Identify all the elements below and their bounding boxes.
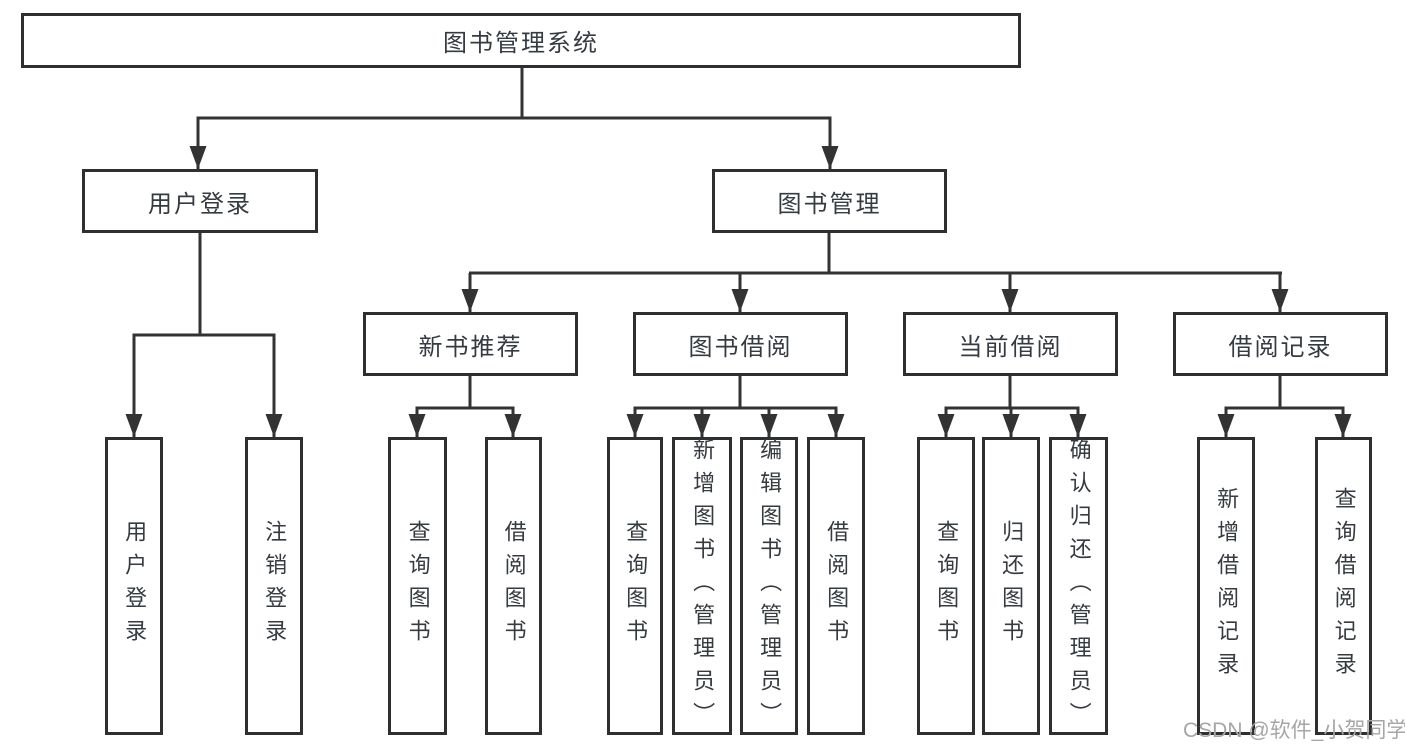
node-label: 查询借阅记录	[1331, 487, 1357, 685]
node-label: 新增借阅记录	[1214, 487, 1240, 685]
leaf-edit-books-admin: 编辑图书（管理员）	[740, 437, 798, 735]
node-label: 新增图书（管理员）	[690, 437, 716, 735]
leaf-return-books: 归还图书	[982, 437, 1040, 735]
node-label: 借阅图书	[501, 520, 527, 652]
leaf-query-borrow-record: 查询借阅记录	[1315, 437, 1372, 735]
node-book-management: 图书管理	[712, 169, 947, 233]
leaf-query-books-recommend: 查询图书	[388, 437, 447, 735]
leaf-query-books-current: 查询图书	[917, 437, 975, 735]
node-new-book-recommend: 新书推荐	[363, 312, 578, 376]
leaf-logout: 注销登录	[245, 437, 303, 735]
csdn-watermark: CSDN @软件_小贺同学	[1183, 719, 1405, 742]
node-label: 确认归还（管理员）	[1066, 437, 1092, 735]
node-book-borrow: 图书借阅	[633, 312, 848, 376]
node-user-login: 用户登录	[82, 169, 318, 233]
leaf-borrow-books: 借阅图书	[807, 437, 865, 735]
leaf-borrow-books-recommend: 借阅图书	[485, 437, 542, 735]
leaf-query-books-borrow: 查询图书	[607, 437, 663, 735]
node-label: 用户登录	[148, 190, 252, 218]
leaf-confirm-return-admin: 确认归还（管理员）	[1049, 437, 1108, 735]
node-current-borrow: 当前借阅	[903, 312, 1118, 376]
node-label: 图书管理系统	[443, 30, 599, 57]
node-label: 新书推荐	[418, 333, 523, 361]
node-borrow-records: 借阅记录	[1173, 312, 1388, 376]
node-label: 当前借阅	[958, 333, 1063, 361]
node-label: 借阅记录	[1228, 333, 1333, 361]
node-label: 图书借阅	[688, 333, 793, 361]
node-label: 查询图书	[405, 520, 431, 652]
leaf-add-books-admin: 新增图书（管理员）	[672, 437, 732, 735]
node-label: 借阅图书	[824, 520, 850, 652]
node-library-management-system: 图书管理系统	[21, 13, 1021, 68]
node-label: 归还图书	[999, 520, 1025, 652]
node-label: 编辑图书（管理员）	[757, 437, 783, 735]
node-label: 查询图书	[934, 520, 960, 652]
node-label: 用户登录	[122, 520, 148, 652]
leaf-add-borrow-record: 新增借阅记录	[1197, 437, 1255, 735]
node-label: 图书管理	[777, 190, 882, 218]
leaf-user-login: 用户登录	[105, 437, 163, 735]
node-label: 注销登录	[262, 520, 288, 652]
node-label: 查询图书	[623, 520, 649, 652]
